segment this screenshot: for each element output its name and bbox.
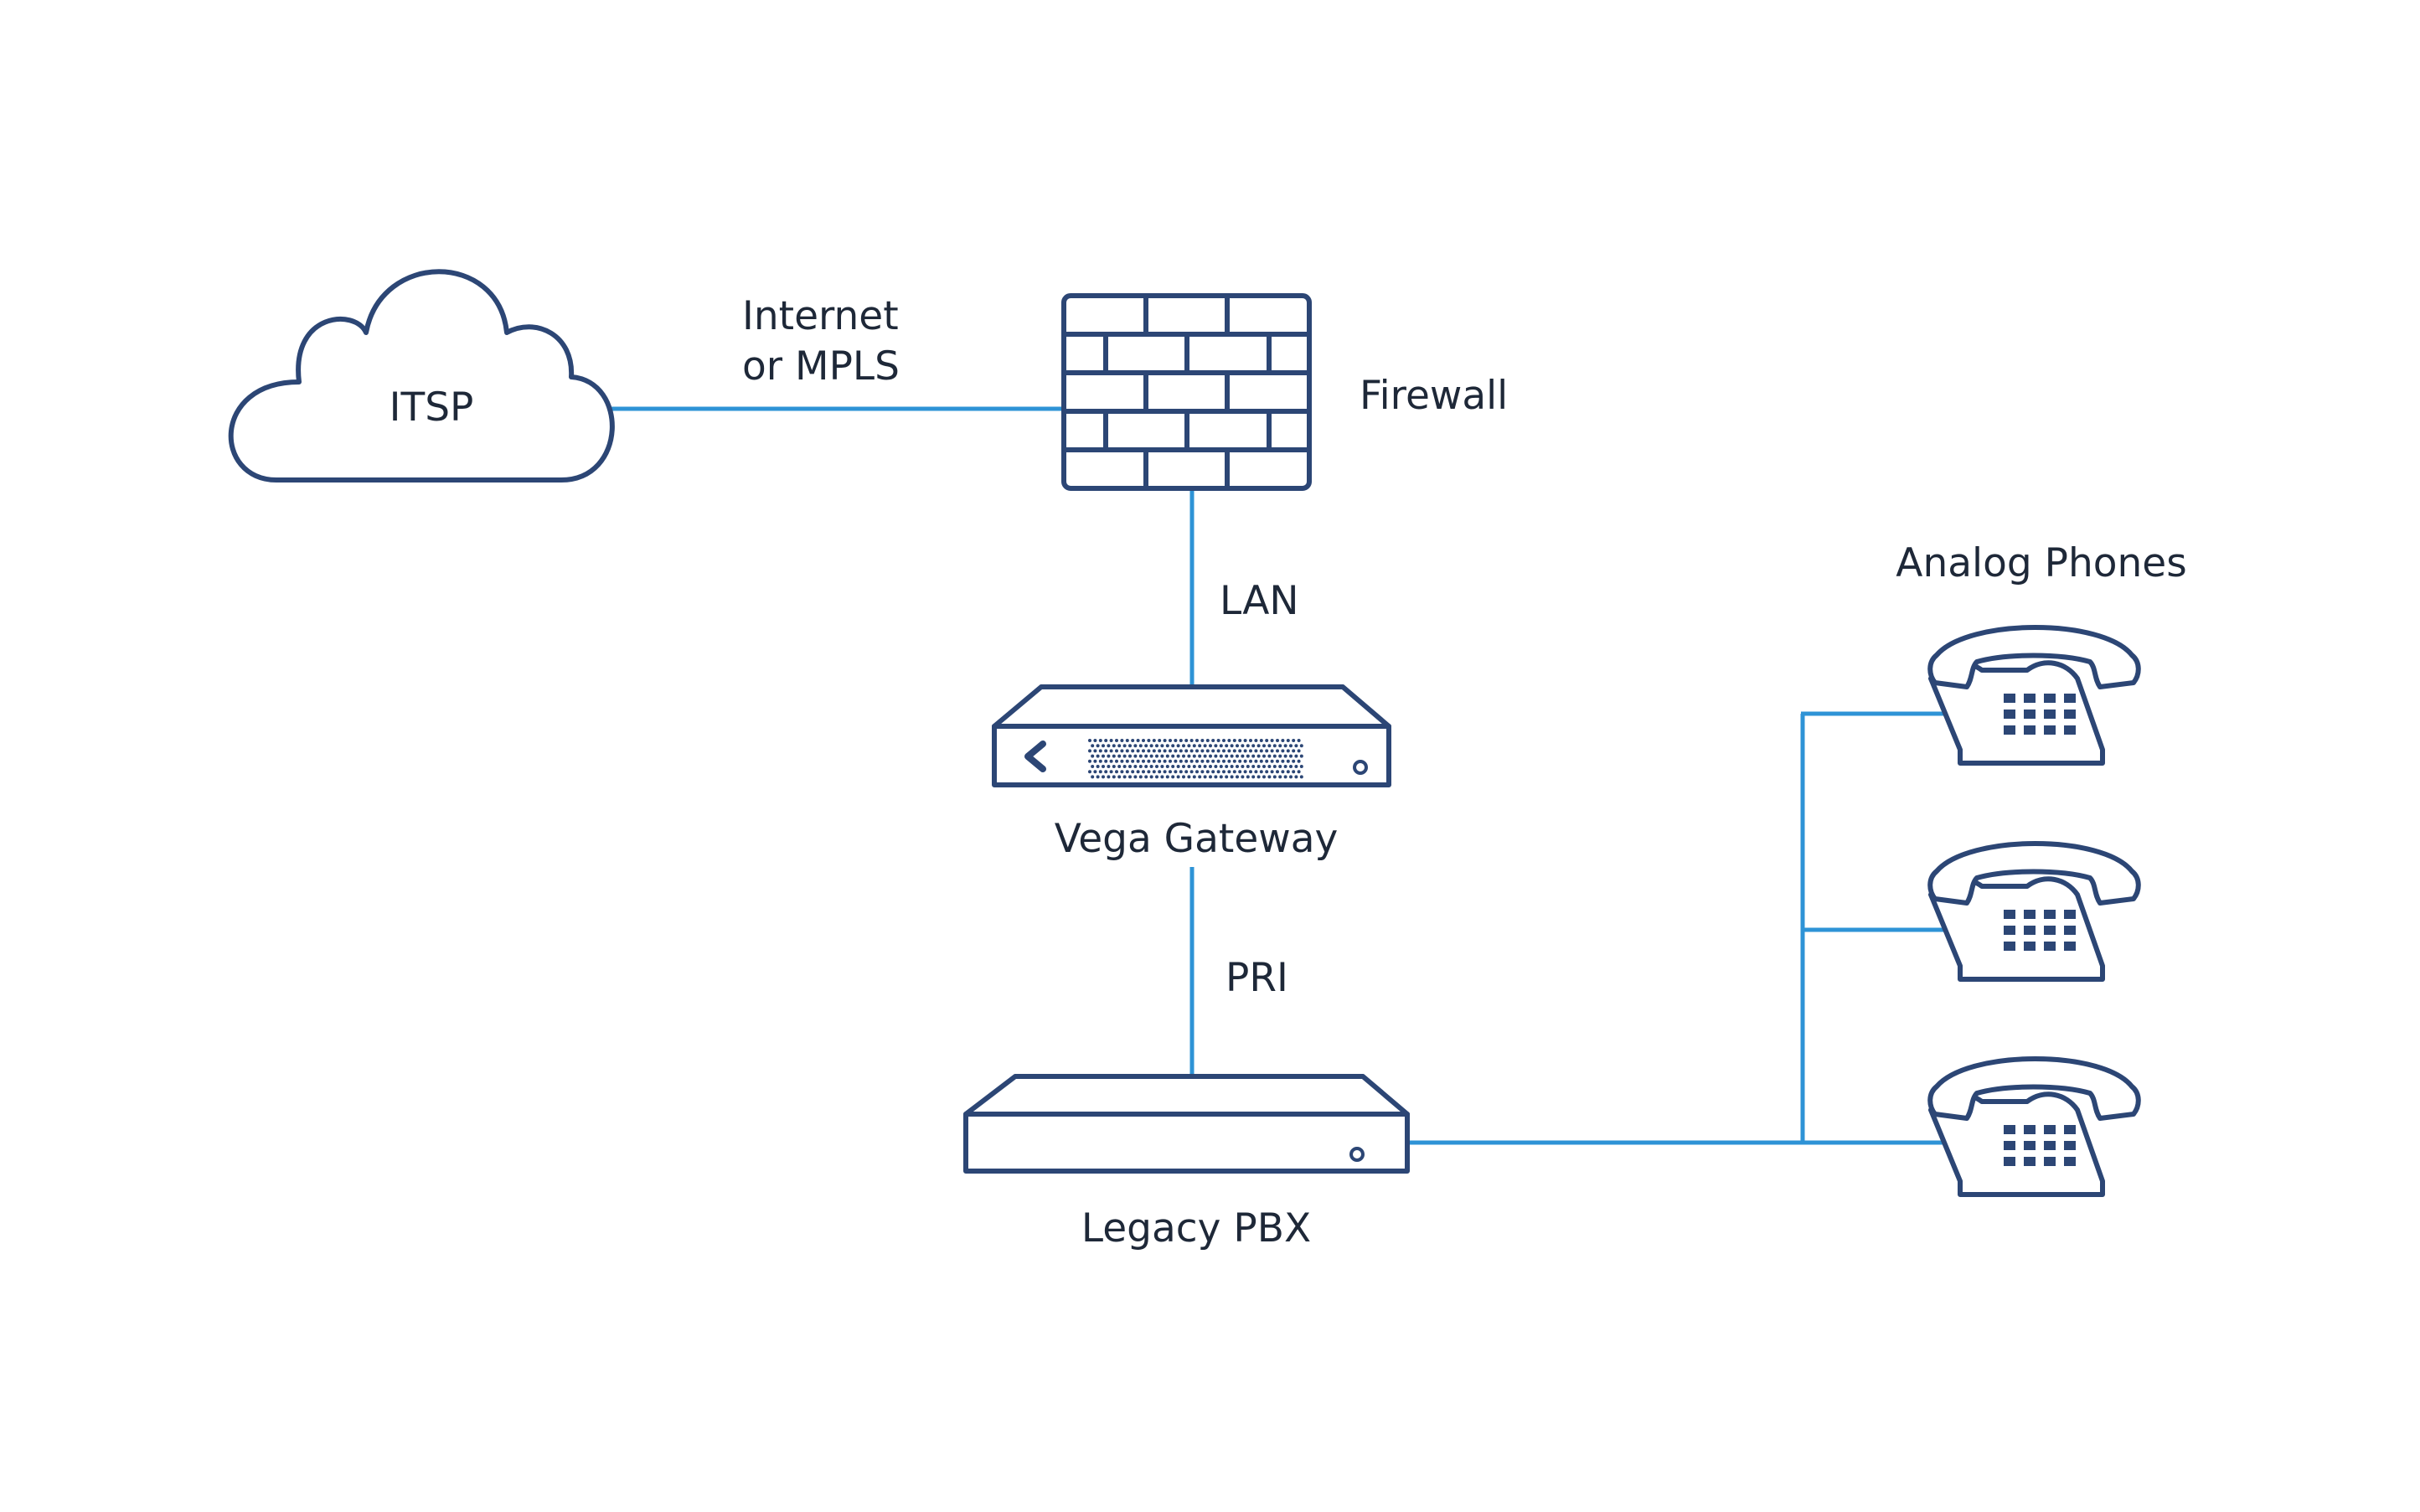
pbx-device-icon [963,1074,1410,1174]
phones-group [1927,625,2141,1197]
gateway-vent-grille [1088,739,1303,779]
phone-icon [1927,841,2141,982]
internet-label-line1: Internet [742,293,899,339]
vega-gateway-label: Vega Gateway [1054,816,1339,862]
phone-icon [1927,1056,2141,1197]
connections [611,406,1973,1145]
internet-label-line2: or MPLS [742,343,900,390]
phone-icon [1927,625,2141,766]
firewall-icon [1061,293,1312,491]
gateway-device-icon [992,684,1391,787]
analog-phones-label: Analog Phones [1896,540,2187,586]
legacy-pbx-label: Legacy PBX [1081,1205,1312,1251]
lan-label: LAN [1220,578,1299,624]
firewall-label: Firewall [1360,373,1509,419]
pri-label: PRI [1225,955,1288,1001]
itsp-label: ITSP [389,384,474,431]
cloud-icon [228,269,615,482]
